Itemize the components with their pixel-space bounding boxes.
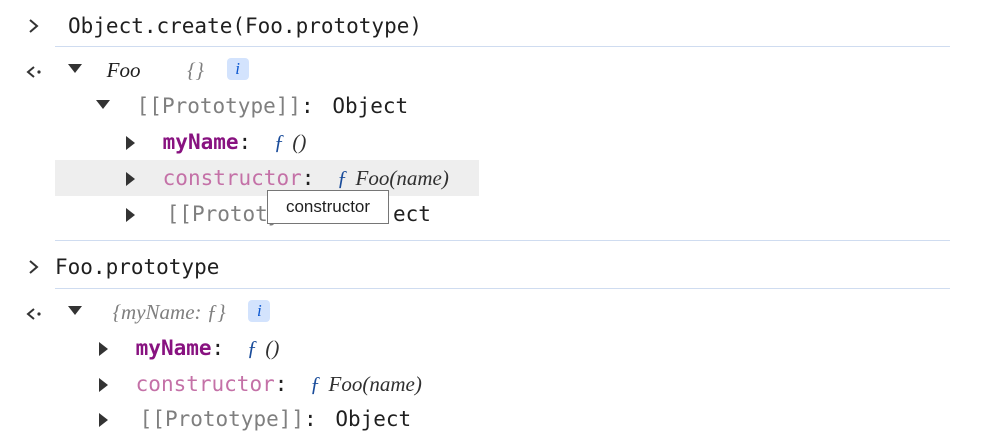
property-key: constructor [135,372,275,396]
return-arrow-icon [24,296,44,332]
function-icon: ƒ [337,166,348,190]
property-key: myName [135,336,212,360]
tree-row-myname[interactable]: myName: ƒ () [126,124,306,160]
triangle-down-icon[interactable] [96,88,110,124]
property-value-tail: ect [393,202,431,226]
function-name: Foo [355,166,390,190]
object-preview: {} [187,58,204,82]
function-icon: ƒ [273,130,285,154]
property-value: Object [332,94,409,118]
chevron-right-icon [24,8,44,44]
result-header-1[interactable]: Foo {} i [68,52,249,88]
info-badge[interactable]: i [226,58,249,80]
function-icon: ƒ [310,372,321,396]
triangle-right-icon[interactable] [126,160,140,196]
object-preview: {myName: ƒ} [112,300,226,324]
return-arrow-icon [24,54,44,90]
colon: : [211,336,225,360]
property-key: [[Prototype]] [139,407,305,431]
triangle-right-icon[interactable] [99,366,113,402]
separator [55,46,950,47]
property-value: Object [335,407,412,431]
function-args: () [265,336,280,360]
triangle-right-icon[interactable] [126,124,140,160]
triangle-down-icon[interactable] [68,52,82,88]
console-input-2[interactable]: Foo.prototype [55,255,220,279]
function-args: (name) [362,372,422,396]
triangle-right-icon[interactable] [99,330,113,366]
info-badge[interactable]: i [248,300,271,322]
triangle-right-icon[interactable] [126,196,140,232]
property-key: myName [162,130,239,154]
function-icon: ƒ [246,336,258,360]
tree-row-constructor[interactable]: constructor: ƒ Foo(name) [126,160,449,196]
result-header-2[interactable]: {myName: ƒ} i [68,294,271,330]
colon: : [274,372,288,396]
triangle-down-icon[interactable] [68,294,82,330]
function-args: (name) [389,166,449,190]
chevron-right-icon [24,249,44,285]
object-class-label: Foo [106,58,141,82]
function-name: Foo [328,372,363,396]
property-key: [[Prototy [166,202,281,226]
tree-row-myname[interactable]: myName: ƒ () [99,330,279,366]
colon: : [238,130,252,154]
tree-row-prototype-nested[interactable]: [[Prototy [126,196,280,232]
colon: : [301,166,315,190]
triangle-right-icon[interactable] [99,401,113,437]
tree-row-constructor[interactable]: constructor: ƒ Foo(name) [99,366,422,402]
property-key: constructor [162,166,302,190]
tooltip: constructor [267,190,389,224]
separator [55,240,950,241]
property-key: [[Prototype]] [136,94,302,118]
tree-row-prototype[interactable]: [[Prototype]]: Object [99,401,411,437]
tree-row-prototype[interactable]: [[Prototype]]: Object [96,88,408,124]
separator [55,288,950,289]
function-args: () [292,130,307,154]
console-input-1[interactable]: Object.create(Foo.prototype) [68,14,423,38]
colon: : [301,94,314,118]
colon: : [304,407,317,431]
